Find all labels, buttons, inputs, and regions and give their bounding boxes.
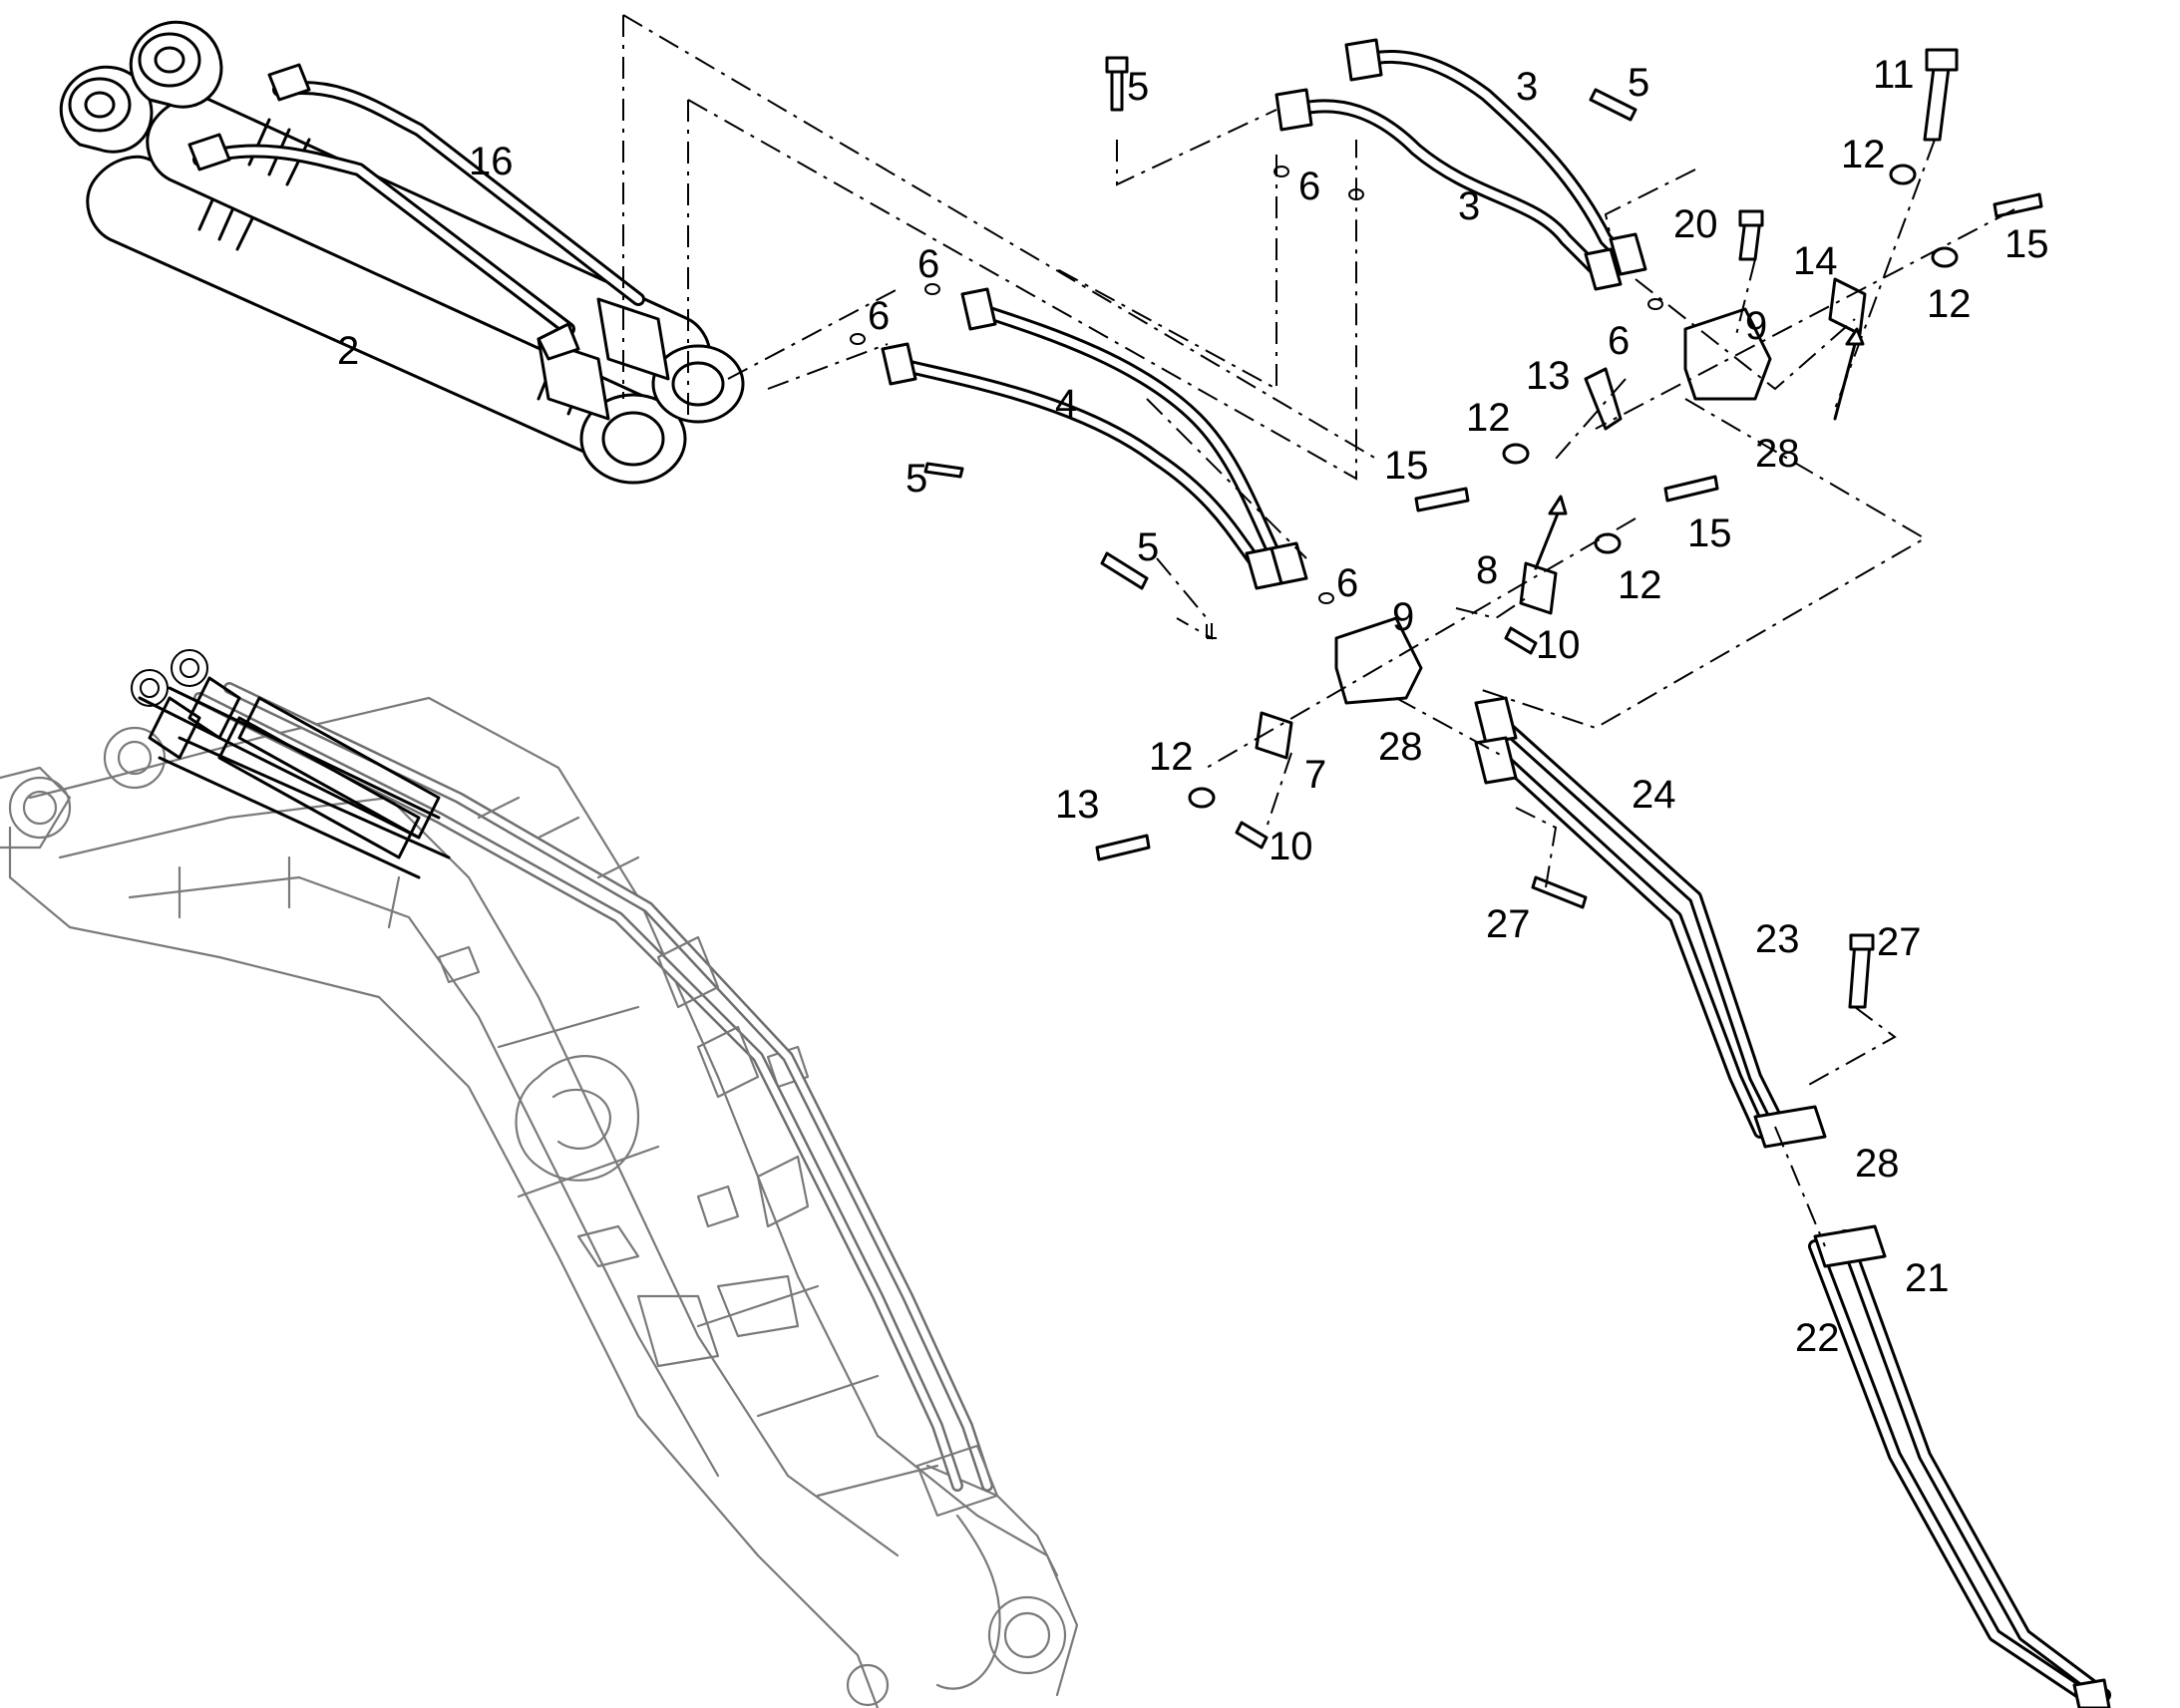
label-6a: 6 [1298, 165, 1320, 208]
hose-16 [187, 63, 645, 361]
label-6c: 6 [868, 294, 890, 338]
small-parts [850, 48, 2043, 1009]
label-5d: 5 [1137, 525, 1159, 569]
label-10a: 10 [1536, 623, 1581, 667]
label-6e: 6 [1336, 561, 1358, 605]
label-4: 4 [1055, 382, 1077, 426]
label-3a: 3 [1516, 65, 1538, 109]
label-12e: 12 [1149, 735, 1194, 779]
label-13a: 13 [1526, 354, 1571, 398]
label-9a: 9 [1745, 304, 1767, 348]
label-6b: 6 [917, 242, 939, 286]
label-5b: 5 [1628, 61, 1649, 105]
label-7: 7 [1304, 753, 1326, 797]
label-11: 11 [1873, 53, 1915, 97]
label-6d: 6 [1608, 319, 1630, 363]
label-15b: 15 [1384, 444, 1429, 488]
label-20: 20 [1673, 202, 1718, 246]
label-13b: 13 [1055, 783, 1100, 827]
label-12a: 12 [1841, 133, 1886, 176]
label-10b: 10 [1269, 825, 1313, 868]
label-12c: 12 [1466, 396, 1511, 440]
label-15c: 15 [1687, 512, 1732, 555]
hoses-21-24 [1474, 696, 2111, 1708]
label-28b: 28 [1378, 725, 1423, 769]
label-14: 14 [1793, 239, 1838, 283]
label-2: 2 [337, 329, 359, 373]
direction-arrows [1534, 327, 1865, 570]
label-15a: 15 [2004, 222, 2049, 266]
label-16: 16 [469, 140, 514, 183]
label-21: 21 [1905, 1256, 1950, 1300]
label-27b: 27 [1877, 920, 1922, 964]
label-22: 22 [1795, 1316, 1840, 1360]
part-labels: 2 3 3 4 5 5 5 5 6 6 6 6 6 7 8 9 9 10 10 … [337, 53, 2049, 1360]
label-3b: 3 [1458, 184, 1480, 228]
hoses-3 [1274, 38, 1647, 291]
label-5a: 5 [1127, 65, 1149, 109]
label-28c: 28 [1855, 1142, 1900, 1186]
label-9b: 9 [1392, 595, 1414, 639]
label-12d: 12 [1618, 563, 1662, 607]
guide-lines [622, 14, 2015, 1247]
label-27a: 27 [1486, 902, 1531, 946]
hydraulic-cylinders-2 [59, 20, 745, 485]
hose-4 [881, 287, 1308, 590]
boom-assembly [0, 649, 1079, 1708]
label-12b: 12 [1927, 282, 1972, 326]
label-24: 24 [1632, 773, 1676, 817]
label-5c: 5 [906, 457, 927, 501]
label-28a: 28 [1755, 432, 1800, 476]
label-23: 23 [1755, 917, 1800, 961]
label-8: 8 [1476, 548, 1498, 592]
